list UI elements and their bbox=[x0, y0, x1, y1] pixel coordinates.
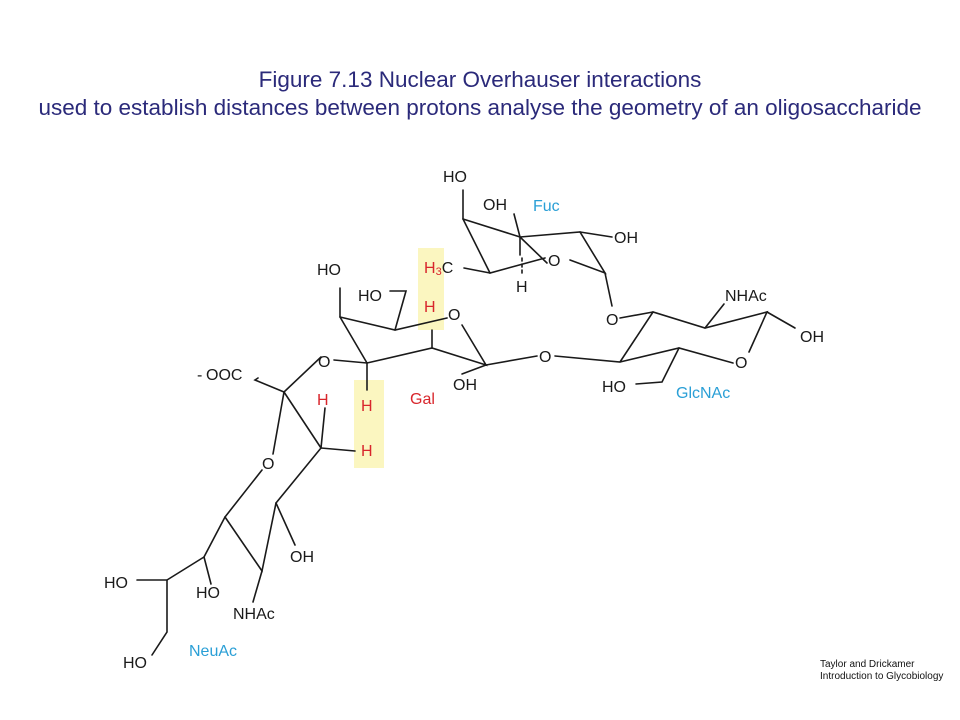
atom-o: O bbox=[548, 253, 560, 270]
proton-h-gal-h2: H bbox=[424, 299, 436, 316]
atom-ho: HO bbox=[358, 288, 382, 305]
atom-ho: HO bbox=[317, 262, 341, 279]
proton-h-neuac-h3ax: H bbox=[317, 392, 329, 409]
bonds bbox=[136, 189, 796, 656]
atom-ho: HO bbox=[196, 585, 220, 602]
atom-o: O bbox=[606, 312, 618, 329]
figure-title-line-1: Figure 7.13 Nuclear Overhauser interacti… bbox=[258, 67, 702, 92]
residue-label-fuc: Fuc bbox=[533, 198, 560, 215]
atom-oh: OH bbox=[800, 329, 824, 346]
noe-highlight-gal-neuac bbox=[354, 380, 384, 468]
credit-authors: Taylor and Drickamer bbox=[820, 659, 915, 670]
figure-title-line-2: used to establish distances between prot… bbox=[38, 95, 922, 120]
atom-ho: HO bbox=[104, 575, 128, 592]
atom-oh: OH bbox=[453, 377, 477, 394]
residue-labels: Fuc Gal GlcNAc NeuAc bbox=[189, 198, 730, 660]
atom-h: H bbox=[516, 279, 528, 296]
carboxylate-charge: - bbox=[197, 367, 202, 384]
atom-o: O bbox=[539, 349, 551, 366]
source-credit: Taylor and Drickamer Introduction to Gly… bbox=[820, 659, 943, 683]
atom-carboxylate: OOC bbox=[206, 367, 242, 384]
atom-labels: HO OH OH O H HO HO O O OH O O NHAc OH O … bbox=[104, 169, 824, 672]
methyl-h3c-label: H3C bbox=[424, 260, 453, 278]
atom-ho: HO bbox=[443, 169, 467, 186]
atom-o: O bbox=[318, 354, 330, 371]
residue-label-gal: Gal bbox=[410, 391, 435, 408]
atom-oh: OH bbox=[290, 549, 314, 566]
atom-nhac: NHAc bbox=[233, 606, 275, 623]
atom-o: O bbox=[262, 456, 274, 473]
residue-label-neuac: NeuAc bbox=[189, 643, 237, 660]
noe-protons: H3C H H H H bbox=[317, 260, 453, 460]
credit-book-title: Introduction to Glycobiology bbox=[820, 671, 944, 682]
atom-oh: OH bbox=[483, 197, 507, 214]
atom-oh: OH bbox=[614, 230, 638, 247]
residue-label-glcnac: GlcNAc bbox=[676, 385, 730, 402]
atom-o: O bbox=[735, 355, 747, 372]
proton-h-gal-h3: H bbox=[361, 398, 373, 415]
atom-ho: HO bbox=[602, 379, 626, 396]
noe-highlight-fuc-gal bbox=[418, 248, 444, 330]
atom-o: O bbox=[448, 307, 460, 324]
atom-nhac: NHAc bbox=[725, 288, 767, 305]
atom-ho: HO bbox=[123, 655, 147, 672]
proton-h-neuac-h3eq: H bbox=[361, 443, 373, 460]
